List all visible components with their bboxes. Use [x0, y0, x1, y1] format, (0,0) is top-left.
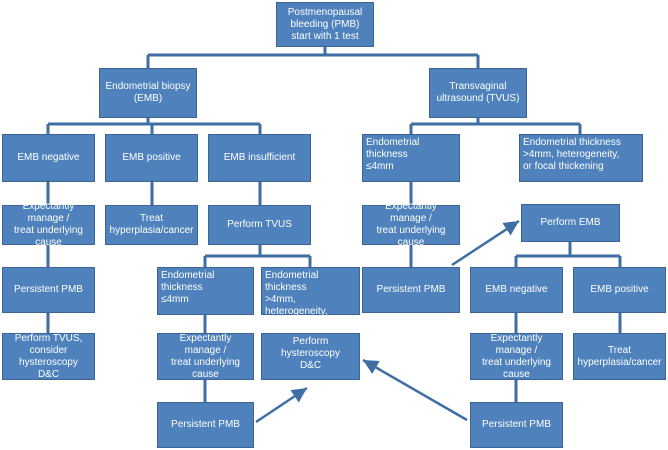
node-persistent-pmb-right: Persistent PMB	[362, 267, 460, 313]
arrow-right-to-hysteroscopy	[362, 358, 468, 422]
node-emb-negative: EMB negative	[2, 134, 95, 182]
connector-tvus	[409, 118, 582, 134]
node-persistent-pmb-left: Persistent PMB	[2, 267, 95, 313]
node-transvaginal-ultrasound: Transvaginal ultrasound (TVUS)	[429, 68, 527, 118]
node-root: Postmenopausal bleeding (PMB) start with…	[276, 2, 374, 47]
node-emb-insufficient: EMB insufficient	[208, 134, 311, 182]
node-perform-hysteroscopy: Perform hysteroscopy D&C	[261, 333, 360, 380]
arrow-to-perform-emb	[451, 219, 520, 267]
connector-root	[146, 47, 480, 68]
node-endometrial-biopsy: Endometrial biopsy (EMB)	[99, 68, 197, 118]
node-emb-positive: EMB positive	[105, 134, 198, 182]
node-tvus-hysteroscopy: Perform TVUS, consider hysteroscopy D&C	[2, 333, 95, 380]
node-expectantly-manage-far-right: Expectantly manage / treat underlying ca…	[470, 333, 563, 380]
node-emb-negative-2: EMB negative	[470, 267, 563, 313]
node-thickness-thin-mid: Endometrial thickness ≤4mm	[157, 267, 254, 315]
connector-col3	[203, 182, 312, 267]
node-thickness-thick-mid: Endometrial thickness >4mm, heterogeneit…	[261, 267, 360, 329]
node-treat-hyperplasia-right: Treat hyperplasia/cancer	[573, 333, 666, 380]
arrow-mid-to-hysteroscopy	[255, 386, 308, 424]
node-perform-emb: Perform EMB	[521, 204, 620, 242]
node-thickness-thin-right: Endometrial thickness ≤4mm	[362, 134, 460, 182]
connector-col6	[514, 313, 622, 402]
node-thickness-thick-right: Endometrial thickness >4mm, heterogeneit…	[519, 134, 643, 182]
connector-perform-emb	[514, 242, 622, 267]
node-emb-positive-2: EMB positive	[573, 267, 666, 313]
node-persistent-pmb-far-right: Persistent PMB	[470, 402, 563, 448]
node-treat-hyperplasia-left: Treat hyperplasia/cancer	[105, 205, 198, 245]
node-expectantly-manage-left: Expectantly manage / treat underlying ca…	[2, 201, 95, 248]
node-expectantly-manage-mid: Expectantly manage / treat underlying ca…	[157, 333, 254, 380]
node-persistent-pmb-mid: Persistent PMB	[157, 402, 254, 448]
node-perform-tvus: Perform TVUS	[208, 205, 311, 245]
connector-emb	[46, 118, 262, 134]
node-expectantly-manage-right: Expectantly manage / treat underlying ca…	[362, 201, 460, 248]
